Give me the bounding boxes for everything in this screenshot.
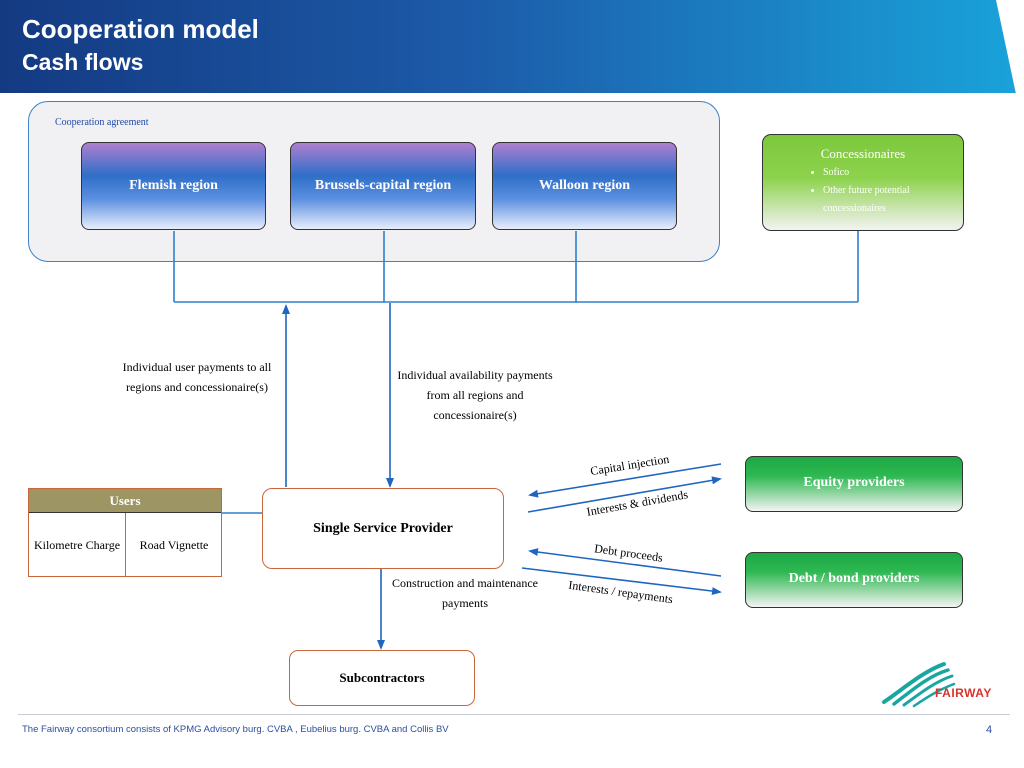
fairway-logo-text: FAIRWAY (935, 686, 992, 700)
construction-payments-note: Construction and maintenance payments (392, 576, 538, 610)
single-service-provider-box: Single Service Provider (262, 488, 504, 569)
footer-divider (18, 714, 1010, 715)
user-payments-note: Individual user payments to all regions … (122, 360, 272, 394)
flemish-region-box: Flemish region (81, 142, 266, 230)
concessionaire-item: Sofico (823, 164, 953, 182)
cooperation-agreement-label: Cooperation agreement (55, 117, 149, 128)
fairway-logo-icon (882, 662, 956, 708)
page-title: Cooperation model (22, 14, 259, 44)
debt-proceeds-arrow (528, 548, 722, 577)
brussels-capital-region-box: Brussels-capital region (290, 142, 476, 230)
concessionaires-list: Sofico Other future potential concession… (811, 164, 953, 218)
equity-providers-box: Equity providers (745, 456, 963, 512)
concessionaires-box: Concessionaires Sofico Other future pote… (762, 134, 964, 231)
users-table: Users Kilometre Charge Road Vignette (28, 488, 222, 577)
users-header: Users (29, 489, 221, 513)
capital-injection-arrow (528, 463, 722, 498)
concessionaire-item: Other future potential concessionaires (823, 182, 953, 218)
interests-dividends-arrow (527, 476, 722, 513)
debt-providers-box: Debt / bond providers (745, 552, 963, 608)
kilometre-charge-cell: Kilometre Charge (29, 513, 126, 576)
interests-repayments-arrow (521, 567, 722, 596)
page-number: 4 (986, 724, 993, 736)
subcontractors-box: Subcontractors (289, 650, 475, 706)
concessionaires-title: Concessionaires (820, 146, 906, 161)
availability-payments-note: Individual availability payments from al… (397, 368, 553, 422)
road-vignette-cell: Road Vignette (139, 537, 209, 552)
page-subtitle: Cash flows (22, 49, 144, 75)
title-bar (0, 0, 1024, 93)
footer-text: The Fairway consortium consists of KPMG … (22, 724, 449, 735)
walloon-region-box: Walloon region (492, 142, 677, 230)
